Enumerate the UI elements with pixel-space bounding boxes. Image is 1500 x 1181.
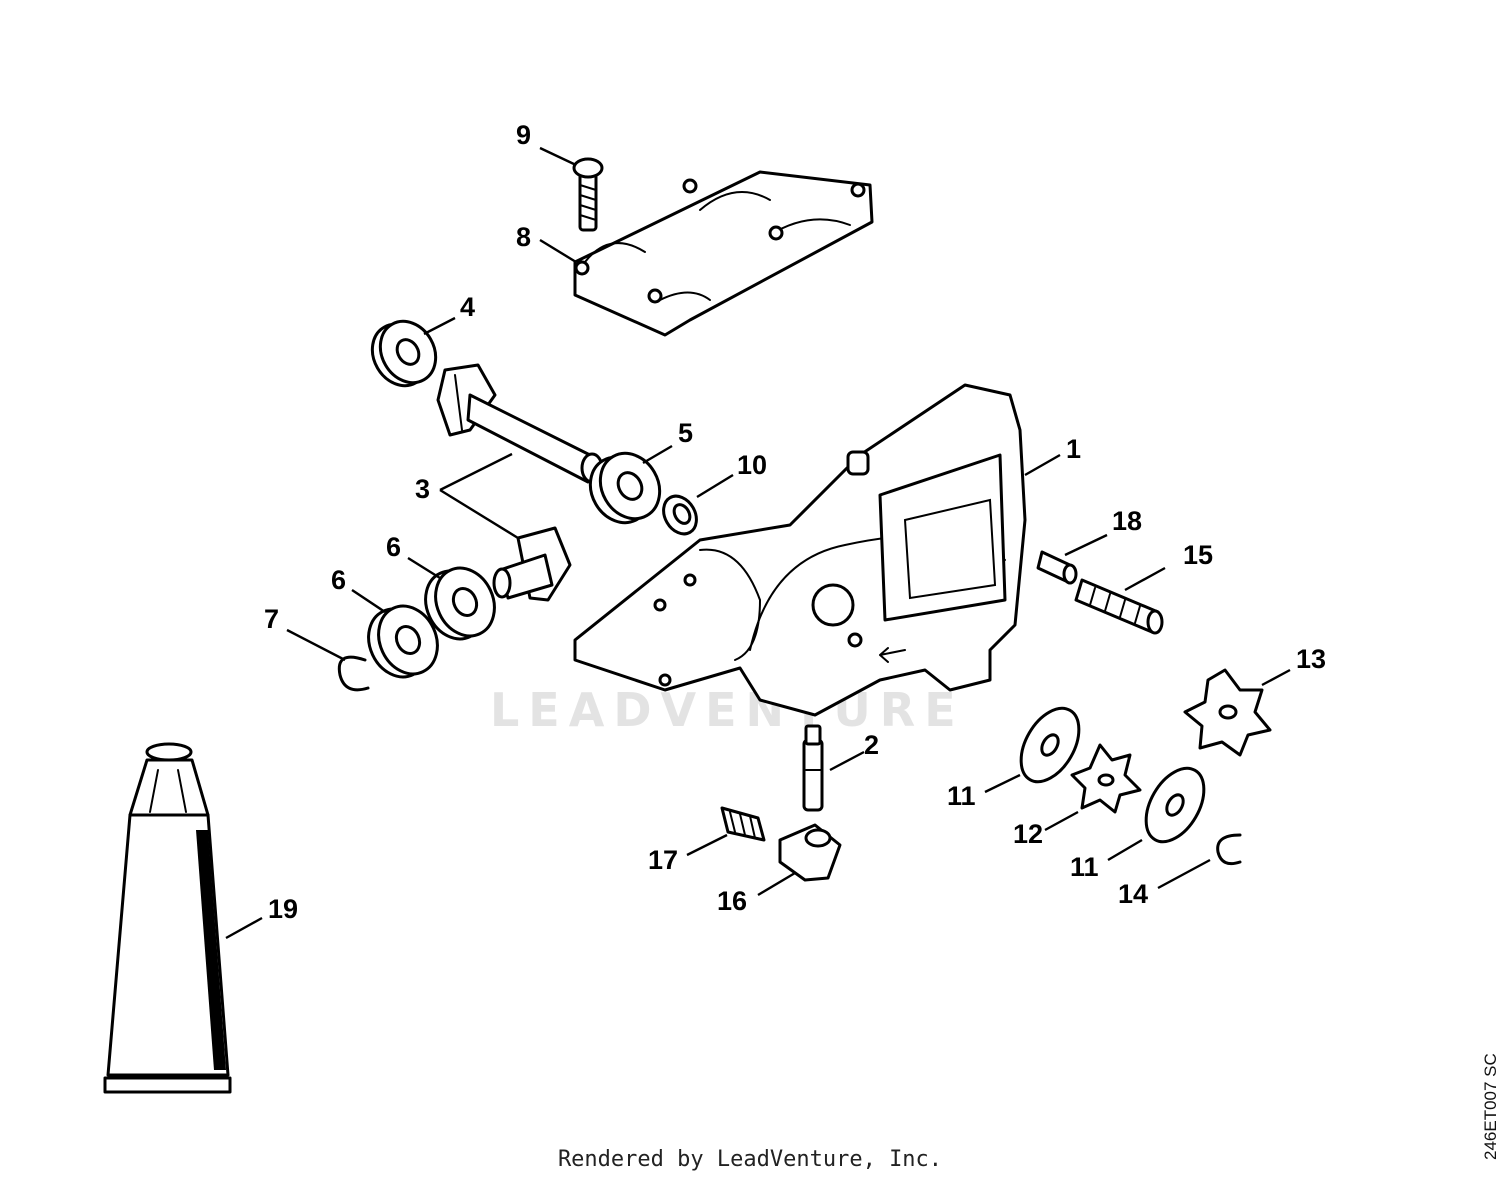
callout-14: 14: [1118, 879, 1148, 909]
part-10-seal-ring: [662, 494, 698, 536]
callout-2: 2: [864, 730, 879, 760]
callout-11b: 11: [1070, 852, 1099, 882]
callout-3: 3: [415, 474, 430, 504]
part-13-sprocket: [1183, 668, 1272, 757]
callout-8: 8: [516, 222, 531, 252]
part-1-gear-housing: [573, 383, 1027, 717]
part-8-clamp-cover: [573, 170, 874, 337]
part-7-circlip: [337, 655, 370, 692]
callout-7: 7: [264, 604, 279, 634]
part-9-screw: [572, 157, 604, 232]
footer-credit: Rendered by LeadVenture, Inc.: [557, 1147, 943, 1172]
callout-4: 4: [460, 292, 475, 322]
callout-1: 1: [1066, 434, 1081, 464]
part-17-strainer: [720, 806, 766, 842]
part-18-stud: [1036, 550, 1078, 585]
callout-19: 19: [268, 894, 298, 924]
callout-11a: 11: [947, 781, 976, 811]
part-6-bearing-lower: [367, 604, 439, 679]
part-14-clip: [1216, 833, 1242, 866]
part-6-bearing-upper: [424, 566, 496, 641]
callout-16: 16: [717, 886, 747, 916]
callout-9: 9: [516, 120, 531, 150]
callout-10: 10: [737, 450, 767, 480]
part-3-gear-shaft-upper: [436, 363, 604, 484]
callout-13: 13: [1296, 644, 1326, 674]
callouts: 9 8 4 3 5 10 6 6 7 1 18 15 13 2 11 12 11…: [264, 120, 1326, 924]
callout-12: 12: [1013, 819, 1043, 849]
callout-17: 17: [648, 845, 678, 875]
part-11-washer-lower: [1144, 766, 1206, 844]
part-11-washer-upper: [1019, 706, 1081, 784]
part-19-grease-tube: [103, 742, 232, 1094]
part-4-bearing: [370, 319, 438, 388]
drawing-code: 246ET007 SC: [1481, 1053, 1500, 1160]
callout-6b: 6: [331, 565, 346, 595]
callout-6a: 6: [386, 532, 401, 562]
part-5-bearing: [588, 451, 662, 525]
leader-lines: [225, 146, 1291, 940]
part-16-fitting: [778, 823, 842, 882]
callout-5: 5: [678, 418, 693, 448]
callout-15: 15: [1183, 540, 1213, 570]
part-3-gear-shaft-lower: [492, 526, 572, 602]
part-12-sprocket: [1070, 743, 1142, 814]
part-15-stud: [1074, 578, 1164, 635]
part-2-pin: [802, 724, 824, 812]
watermark: LEADVENTURE: [490, 683, 965, 737]
callout-18: 18: [1112, 506, 1142, 536]
